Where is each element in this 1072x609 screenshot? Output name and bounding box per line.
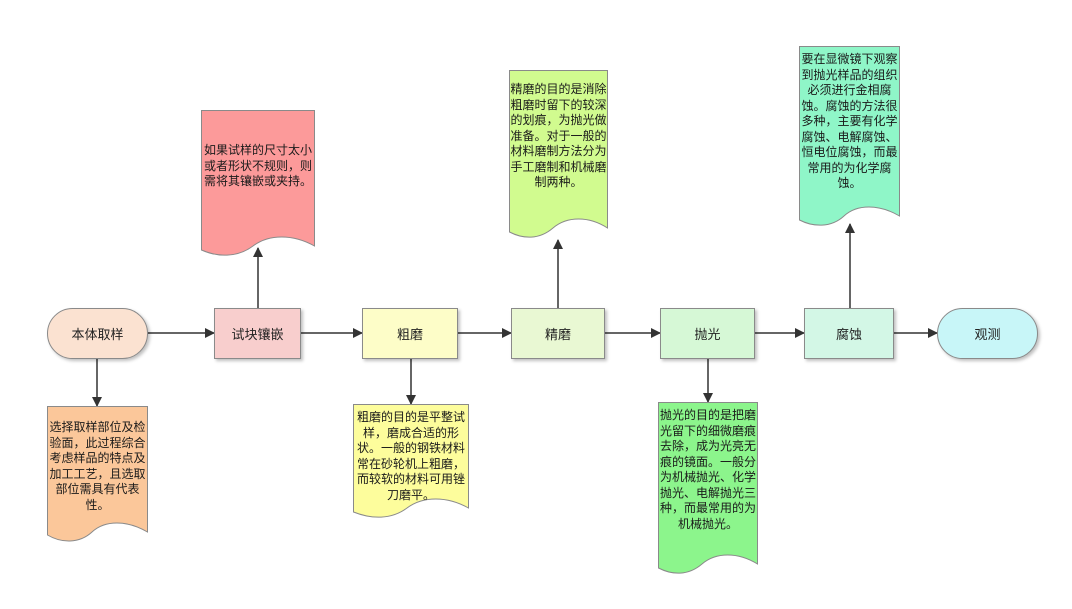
note-polishing: 抛光的目的是把磨光留下的细微磨痕去除，成为光亮无痕的镜面。一般分为机械抛光、化学… [658, 402, 758, 578]
node-fine-grinding-label: 精磨 [544, 328, 571, 343]
note-mounting-text: 如果试样的尺寸太小或者形状不规则，则需将其镶嵌或夹持。 [203, 143, 312, 188]
node-polishing-label: 抛光 [694, 328, 721, 343]
node-sampling-label: 本体取样 [71, 328, 124, 343]
note-sampling: 选择取样部位及检验面，此过程综合考虑样品的特点及加工工艺，且选取部位需具有代表性… [47, 406, 148, 544]
note-etching-text: 要在显微镜下观察到抛光样品的组织必须进行金相腐蚀。腐蚀的方法很多种，主要有化学腐… [801, 52, 898, 190]
node-etching-label: 腐蚀 [835, 328, 862, 343]
note-etching: 要在显微镜下观察到抛光样品的组织必须进行金相腐蚀。腐蚀的方法很多种，主要有化学腐… [799, 46, 900, 230]
node-mounting: 试块镶嵌 [214, 308, 301, 359]
note-fine-shape [509, 70, 608, 238]
note-polishing-text: 抛光的目的是把磨光留下的细微磨痕去除，成为光亮无痕的镜面。一般分为机械抛光、化学… [659, 408, 756, 531]
node-fine-grinding: 精磨 [511, 308, 605, 359]
note-mounting: 如果试样的尺寸太小或者形状不规则，则需将其镶嵌或夹持。 [201, 110, 315, 260]
note-coarse-text: 粗磨的目的是平整试样，磨成合适的形状。一般的钢铁材料常在砂轮机上粗磨，而较软的材… [356, 410, 465, 502]
note-mounting-shape [201, 110, 315, 256]
note-coarse-shape [353, 404, 469, 518]
node-mounting-label: 试块镶嵌 [231, 328, 284, 343]
node-etching: 腐蚀 [804, 308, 894, 359]
note-sampling-text: 选择取样部位及检验面，此过程综合考虑样品的特点及加工工艺，且选取部位需具有代表性… [49, 420, 146, 512]
note-polishing-shape [658, 402, 758, 574]
note-coarse: 粗磨的目的是平整试样，磨成合适的形状。一般的钢铁材料常在砂轮机上粗磨，而较软的材… [353, 404, 469, 522]
node-coarse-grinding-label: 粗磨 [396, 328, 423, 343]
node-sampling: 本体取样 [47, 308, 148, 359]
node-observation: 观测 [937, 308, 1038, 359]
node-coarse-grinding: 粗磨 [362, 308, 458, 359]
note-etching-shape [799, 46, 900, 226]
note-fine-text: 精磨的目的是消除粗磨时留下的较深的划痕，为抛光做准备。对于一般的材料磨制方法分为… [510, 82, 607, 189]
node-polishing: 抛光 [660, 308, 755, 359]
note-fine: 精磨的目的是消除粗磨时留下的较深的划痕，为抛光做准备。对于一般的材料磨制方法分为… [509, 70, 608, 242]
note-sampling-shape [47, 406, 148, 542]
node-observation-label: 观测 [974, 328, 1001, 343]
